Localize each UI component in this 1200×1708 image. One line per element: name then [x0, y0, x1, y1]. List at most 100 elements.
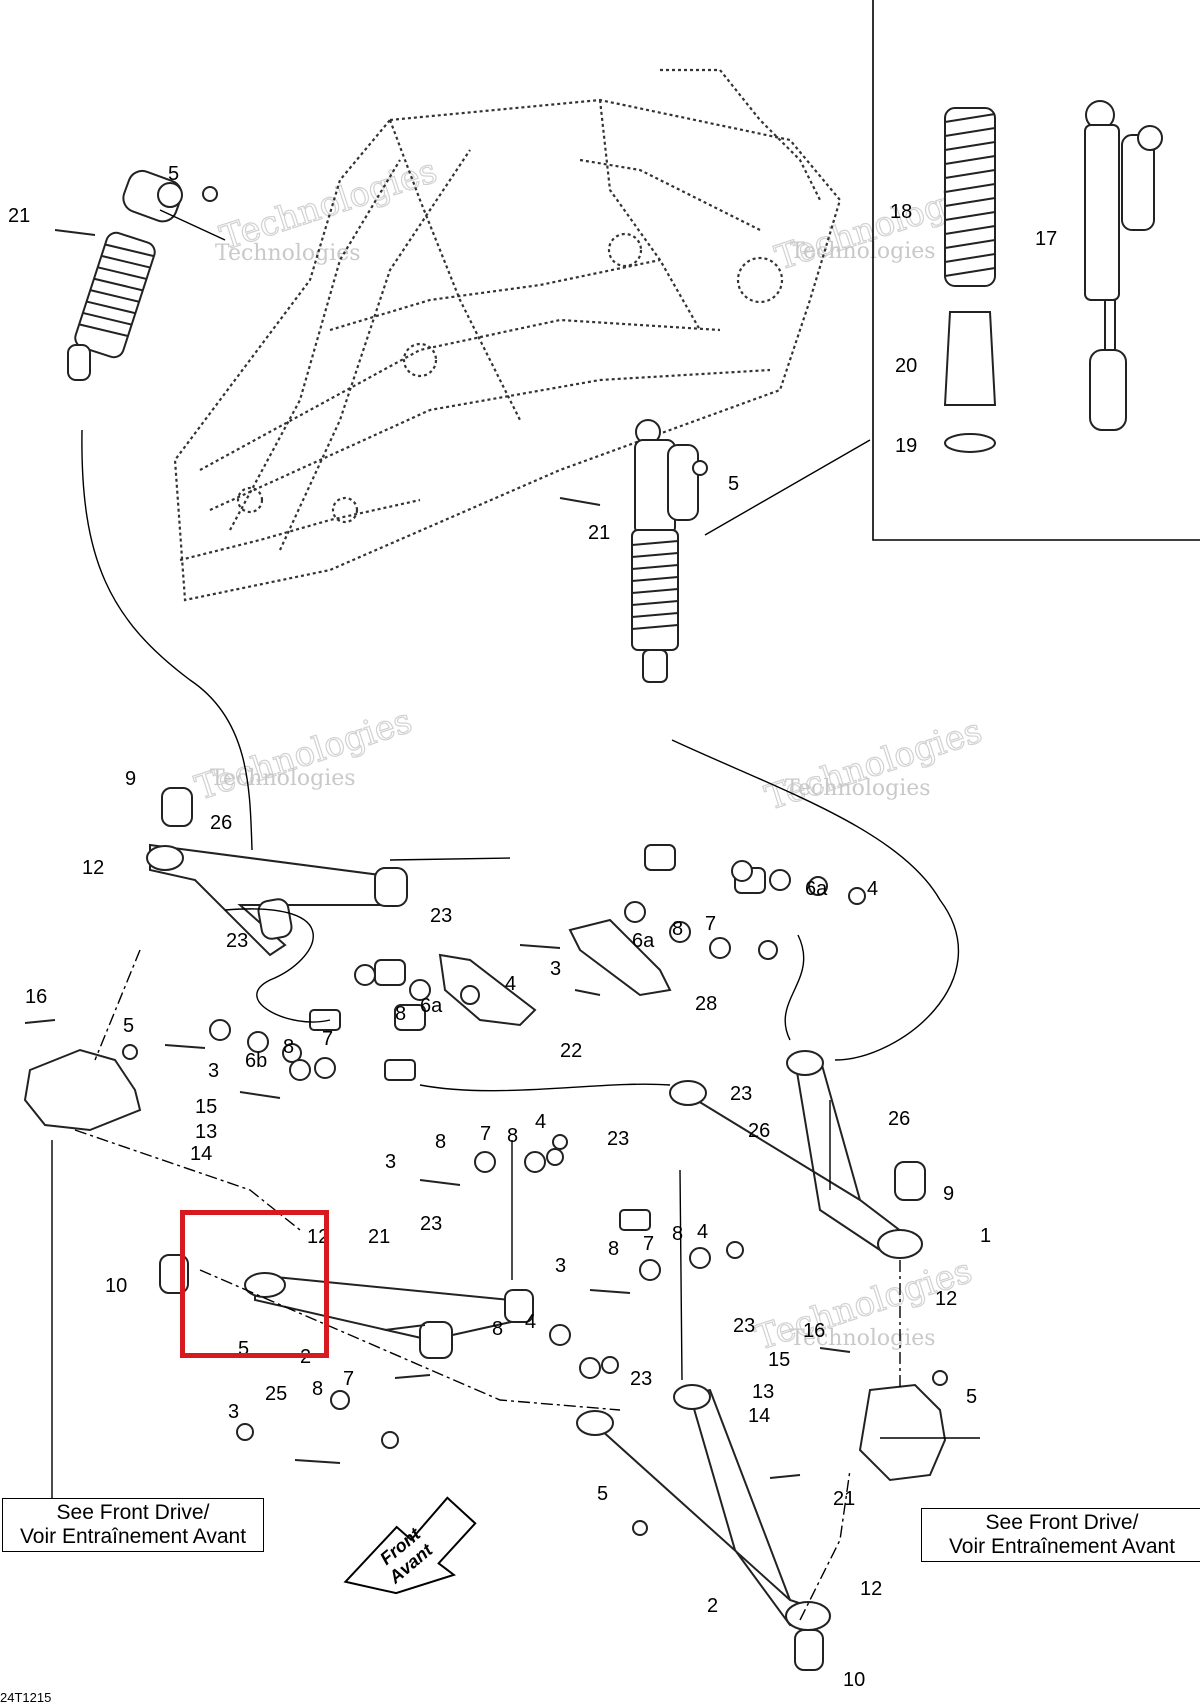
note-left-line2: Voir Entraînement Avant	[19, 1525, 247, 1548]
lower-arm-right	[669, 1050, 926, 1259]
callout-c10b: 10	[843, 1669, 865, 1691]
right-shock-assembly	[631, 419, 699, 683]
callout-c4d: 4	[697, 1221, 708, 1243]
callout-c26c: 26	[748, 1120, 770, 1142]
callout-c3e: 3	[228, 1401, 239, 1423]
callout-c21b: 21	[588, 522, 610, 544]
callout-c8b: 8	[395, 1003, 406, 1025]
chassis-frame	[173, 68, 842, 602]
callout-c8h: 8	[492, 1318, 503, 1340]
bolts	[24, 186, 948, 1536]
callout-c9a: 9	[125, 768, 136, 790]
inset-callout-17: 17	[1035, 228, 1057, 250]
callout-c5f: 5	[597, 1483, 608, 1505]
callout-c4e: 4	[525, 1311, 536, 1333]
callout-c5e: 5	[966, 1386, 977, 1408]
callout-c26a: 26	[210, 812, 232, 834]
note-left-line1: See Front Drive/	[56, 1501, 210, 1524]
callout-c7c: 7	[480, 1123, 491, 1145]
inset-border	[872, 0, 1200, 541]
left-shock-assembly	[67, 169, 183, 381]
callout-c10a: 10	[105, 1275, 127, 1297]
watermark: Technologies Technologies Technologies T…	[190, 150, 998, 1359]
callout-c6a1: 6a	[805, 878, 828, 900]
note-right-line2: Voir Entraînement Avant	[948, 1535, 1176, 1558]
callout-c13b: 13	[752, 1381, 774, 1403]
leader-lines	[51, 209, 980, 1621]
callout-c23d: 23	[607, 1128, 629, 1150]
callout-c12a: 12	[82, 857, 104, 879]
callout-c6a2: 6a	[632, 930, 655, 952]
callout-c12c: 12	[935, 1288, 957, 1310]
callout-c8e: 8	[507, 1125, 518, 1147]
callout-c7b: 7	[322, 1028, 333, 1050]
callout-c3d: 3	[555, 1255, 566, 1277]
callout-c23c: 23	[730, 1083, 752, 1105]
watermark-mid-right-big: Technologies	[760, 711, 986, 819]
callout-c14a: 14	[190, 1143, 212, 1165]
callout-c8c: 8	[283, 1036, 294, 1058]
inset-callout-20: 20	[895, 355, 917, 377]
watermark-mid-left-big: Technologies	[190, 701, 416, 809]
inset-callout-19: 19	[895, 435, 917, 457]
callout-c3a: 3	[550, 958, 561, 980]
callout-c3b: 3	[208, 1060, 219, 1082]
note-left: See Front Drive/ Voir Entraînement Avant	[2, 1498, 264, 1552]
watermark-low-right: Technologies	[790, 1326, 936, 1351]
callout-c7a: 7	[705, 913, 716, 935]
callout-c25: 25	[265, 1383, 287, 1405]
callout-c7e: 7	[343, 1368, 354, 1390]
callout-c1: 1	[980, 1225, 991, 1247]
note-right-line1: See Front Drive/	[985, 1511, 1139, 1534]
knuckle-left	[23, 1048, 142, 1132]
callout-c16a: 16	[25, 986, 47, 1008]
note-right: See Front Drive/ Voir Entraînement Avant	[921, 1508, 1200, 1562]
callout-c26b: 26	[888, 1108, 910, 1130]
watermark-mid-right: Technologies	[785, 776, 931, 801]
callout-c5b: 5	[728, 473, 739, 495]
callout-c15b: 15	[768, 1349, 790, 1371]
lower-arm-bottom	[576, 1384, 831, 1671]
callout-c8a: 8	[672, 918, 683, 940]
callout-c5a: 5	[168, 163, 179, 185]
callout-c21a: 21	[8, 205, 30, 227]
callout-c8d: 8	[435, 1131, 446, 1153]
callout-c14b: 14	[748, 1405, 770, 1427]
callout-c12d: 12	[860, 1578, 882, 1600]
callout-c23e: 23	[420, 1213, 442, 1235]
watermark-top-left: Technologies	[215, 241, 361, 266]
callout-c22: 22	[560, 1040, 582, 1062]
watermark-mid-left: Technologies	[210, 766, 356, 791]
callout-c2b: 2	[707, 1595, 718, 1617]
callout-c16b: 16	[803, 1320, 825, 1342]
shock-absorber-17	[1084, 100, 1163, 431]
callout-c5c: 5	[123, 1015, 134, 1037]
front-arrow: Front Avant	[343, 1496, 477, 1595]
callout-c7d: 7	[643, 1233, 654, 1255]
callout-c5d: 5	[238, 1338, 249, 1360]
callout-c13a: 13	[195, 1121, 217, 1143]
spring-guide-20	[943, 311, 997, 406]
callout-c23f: 23	[733, 1315, 755, 1337]
inset-callout-18: 18	[890, 201, 912, 223]
callout-c8i: 8	[312, 1378, 323, 1400]
callout-c4a: 4	[867, 878, 878, 900]
callout-c21d: 21	[833, 1488, 855, 1510]
callout-c4b: 4	[505, 973, 516, 995]
callout-c23g: 23	[630, 1368, 652, 1390]
callout-c28: 28	[695, 993, 717, 1015]
highlight-box	[180, 1210, 329, 1358]
upper-arm-left	[146, 787, 408, 957]
callout-c21c: 21	[368, 1226, 390, 1248]
watermark-top-right: Technologies	[790, 239, 936, 264]
callout-c12b: 12	[307, 1226, 329, 1248]
callout-c15a: 15	[195, 1096, 217, 1118]
spring-18	[944, 107, 996, 287]
knuckle-right	[858, 1383, 947, 1482]
callout-c8g: 8	[672, 1223, 683, 1245]
callout-c9b: 9	[943, 1183, 954, 1205]
callout-c6a3: 6a	[420, 995, 443, 1017]
callout-c4c: 4	[535, 1111, 546, 1133]
callout-c23b: 23	[226, 930, 248, 952]
